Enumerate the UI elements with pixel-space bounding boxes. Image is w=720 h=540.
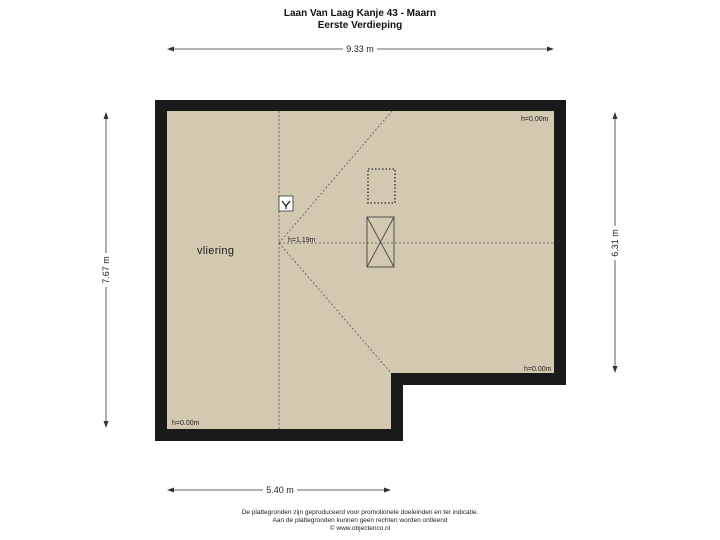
height-label-ridge: h=1.19m bbox=[288, 237, 316, 244]
footer-rights: Aan de plattegronden kunnen geen rechten… bbox=[272, 517, 448, 524]
dimension-bottom: 5.40 m bbox=[266, 485, 294, 495]
footer-disclaimer: De plattegronden zijn geproduceerd voor … bbox=[241, 509, 479, 516]
dimension-right: 6.31 m bbox=[610, 229, 620, 257]
smoke-detector-icon bbox=[278, 195, 294, 212]
stair-opening bbox=[366, 216, 395, 268]
footer-website: © www.objectenco.nl bbox=[329, 525, 391, 532]
room-label: vliering bbox=[197, 245, 234, 257]
height-label-right-lower: h=0.00m bbox=[524, 366, 552, 373]
attic-floor bbox=[167, 111, 554, 429]
hip-line-bottom bbox=[278, 242, 392, 374]
dimension-top: 9.33 m bbox=[346, 44, 374, 54]
dimension-left: 7.67 m bbox=[101, 256, 111, 284]
roof-window bbox=[367, 168, 396, 204]
height-label-bottom-left: h=0.00m bbox=[172, 420, 200, 427]
hip-line-top bbox=[278, 110, 393, 244]
height-label-top-right: h=0.00m bbox=[521, 116, 549, 123]
plan-floor: Eerste Verdieping bbox=[317, 20, 403, 31]
roof-lines bbox=[278, 110, 554, 429]
plan-address: Laan Van Laag Kanje 43 - Maarn bbox=[283, 8, 437, 19]
